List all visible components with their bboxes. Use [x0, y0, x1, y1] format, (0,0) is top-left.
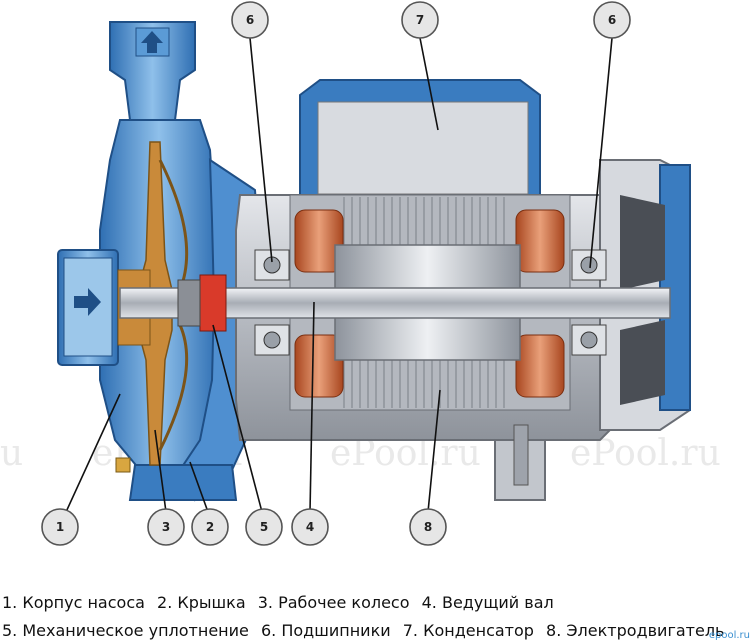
svg-text:6: 6 [246, 13, 254, 27]
cooling-fan [620, 164, 691, 411]
legend-item-4: 4. Ведущий вал [421, 593, 554, 612]
legend-line-2: 5. Механическое уплотнение 6. Подшипники… [2, 621, 731, 640]
callout-5: 5 [245, 508, 283, 546]
callout-6-right: 6 [593, 1, 631, 39]
corner-watermark: epool.ru [708, 630, 750, 641]
svg-text:7: 7 [416, 13, 424, 27]
legend-item-6: 6. Подшипники [260, 621, 391, 640]
watermark-edge: u [0, 433, 23, 474]
outlet-arrow-icon [141, 31, 163, 53]
inlet-arrow-icon [74, 288, 101, 316]
svg-text:2: 2 [206, 520, 214, 534]
mechanical-seal [177, 274, 227, 332]
legend-item-5: 5. Механическое уплотнение [2, 621, 249, 640]
bearing-left [254, 249, 290, 356]
stator-windings [294, 209, 565, 398]
legend-item-1: 1. Корпус насоса [2, 593, 145, 612]
svg-text:4: 4 [306, 520, 314, 534]
legend-item-7: 7. Конденсатор [402, 621, 534, 640]
motor-housing [235, 79, 691, 501]
callout-2: 2 [191, 508, 229, 546]
callout-7: 7 [401, 1, 439, 39]
legend-item-3: 3. Рабочее колесо [257, 593, 410, 612]
callout-4: 4 [291, 508, 329, 546]
callout-6-left: 6 [231, 1, 269, 39]
legend-item-2: 2. Крышка [157, 593, 246, 612]
legend-line-1: 1. Корпус насоса 2. Крышка 3. Рабочее ко… [2, 593, 561, 612]
svg-text:5: 5 [260, 520, 268, 534]
bearing-right [571, 249, 607, 356]
callout-1: 1 [41, 508, 79, 546]
callout-3: 3 [147, 508, 185, 546]
legend-item-8: 8. Электродвигатель [546, 621, 725, 640]
svg-text:8: 8 [424, 520, 432, 534]
svg-text:6: 6 [608, 13, 616, 27]
svg-text:1: 1 [56, 520, 64, 534]
callout-8: 8 [409, 508, 447, 546]
svg-text:3: 3 [162, 520, 170, 534]
